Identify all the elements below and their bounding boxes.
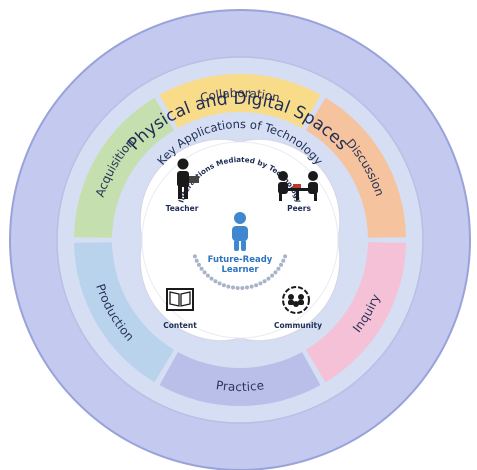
dot bbox=[270, 273, 275, 278]
dot bbox=[205, 273, 210, 278]
dot bbox=[235, 285, 240, 290]
dot bbox=[217, 281, 222, 286]
dot bbox=[221, 283, 226, 288]
community-icon bbox=[282, 286, 310, 314]
segment-label-practice: Practice bbox=[215, 378, 265, 394]
teacher-icon bbox=[177, 158, 199, 199]
dot bbox=[273, 270, 278, 275]
segment-practice bbox=[159, 351, 321, 406]
teacher-label: Teacher bbox=[166, 204, 199, 213]
dot bbox=[226, 284, 231, 289]
segment-inquiry bbox=[305, 242, 406, 383]
dot bbox=[209, 276, 214, 281]
segment-production bbox=[74, 242, 175, 383]
segment-divider bbox=[302, 350, 325, 385]
dot bbox=[199, 266, 204, 271]
learner-label-line1: Future-Ready bbox=[208, 255, 273, 265]
dot bbox=[262, 279, 267, 284]
community-label: Community bbox=[274, 321, 322, 330]
dot bbox=[249, 284, 254, 289]
dot bbox=[276, 266, 281, 271]
segment-label-collaboration: Collaboration bbox=[199, 85, 282, 104]
dot bbox=[192, 254, 197, 259]
dot bbox=[266, 276, 271, 281]
learner-label-line2: Learner bbox=[221, 265, 259, 275]
dot bbox=[213, 279, 218, 284]
segment-ring: CollaborationDiscussionInquiryPracticePr… bbox=[74, 74, 406, 406]
segment-discussion bbox=[305, 97, 406, 238]
dots-ring bbox=[192, 254, 288, 290]
segment-divider bbox=[302, 95, 325, 130]
dot bbox=[230, 285, 235, 290]
dot bbox=[240, 285, 245, 290]
book-icon bbox=[166, 288, 194, 311]
dot bbox=[281, 258, 286, 263]
dot bbox=[194, 258, 199, 263]
dot bbox=[279, 262, 284, 267]
segment-collaboration bbox=[159, 74, 321, 129]
dot bbox=[245, 285, 250, 290]
content-label: Content bbox=[163, 321, 197, 330]
learner-icon bbox=[232, 212, 248, 251]
segment-divider bbox=[155, 350, 178, 385]
peers-label: Peers bbox=[287, 204, 311, 213]
dot bbox=[202, 270, 207, 275]
segment-divider bbox=[155, 95, 178, 130]
dot bbox=[283, 254, 288, 259]
peers-icon bbox=[278, 171, 318, 201]
dot bbox=[196, 262, 201, 267]
dot bbox=[258, 281, 263, 286]
dot bbox=[254, 283, 259, 288]
segment-acquisition bbox=[74, 97, 175, 238]
